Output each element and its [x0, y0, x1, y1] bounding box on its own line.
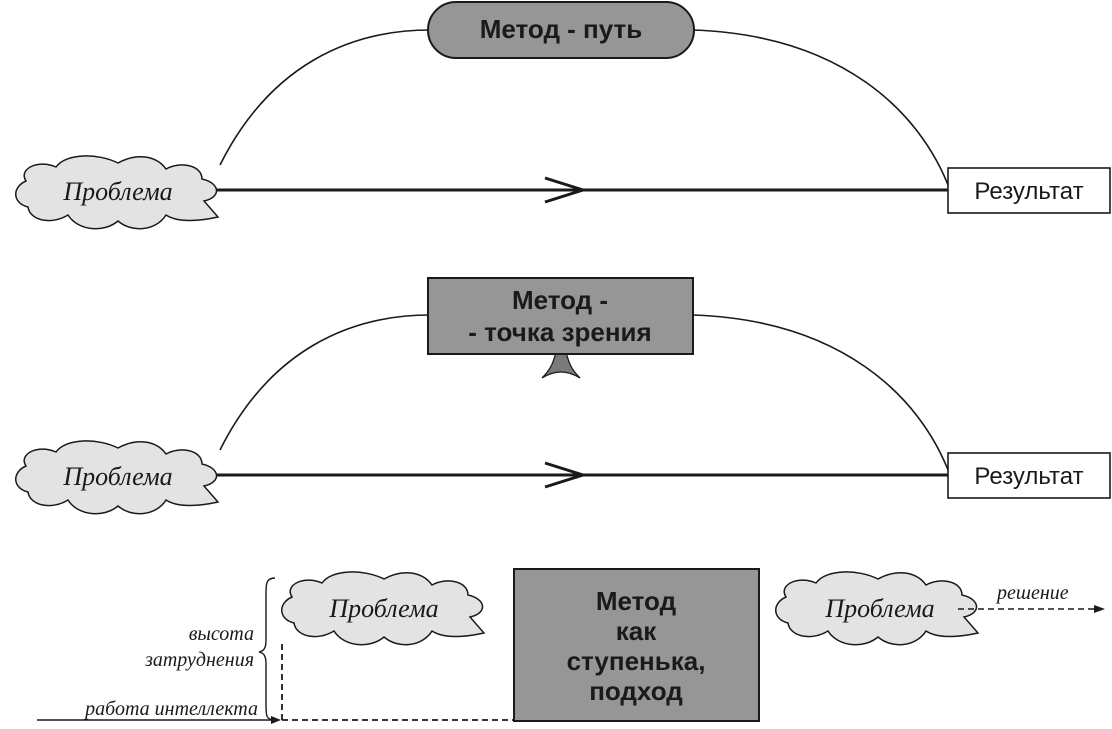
arrowhead-icon — [544, 461, 588, 489]
diagram-method-step: работа интеллекта высота затруднения Про… — [37, 568, 1105, 724]
problem-label: Проблема — [62, 177, 172, 206]
height-brace — [258, 577, 276, 721]
method-step-line3: ступенька, — [567, 646, 706, 676]
solution-label: решение — [995, 582, 1069, 604]
method-viewpoint-label-line2: - точка зрения — [468, 317, 651, 347]
method-path-pill — [427, 1, 695, 59]
method-viewpoint-label-line1: Метод - — [512, 285, 608, 315]
method-step-line1: Метод — [596, 586, 677, 616]
arrowhead-icon — [544, 176, 588, 204]
height-label-line2: затруднения — [144, 649, 254, 671]
problem-left-label: Проблема — [328, 594, 438, 623]
method-viewpoint-box — [427, 277, 694, 355]
work-label: работа интеллекта — [83, 698, 258, 720]
diagram-method-path: Проблема Метод - путь Результат — [14, 1, 1111, 230]
arrowhead-icon — [271, 716, 281, 724]
viewpoint-eye-icon — [541, 351, 581, 379]
height-label-line1: высота — [189, 623, 254, 645]
result-box — [947, 452, 1111, 499]
method-step-line4: подход — [589, 676, 683, 706]
problem-label: Проблема — [62, 462, 172, 491]
result-label: Результат — [974, 463, 1083, 490]
method-step-line2: как — [616, 616, 657, 646]
problem-right-label: Проблема — [824, 594, 934, 623]
method-step-box — [513, 568, 760, 722]
method-path-label: Метод - путь — [480, 14, 643, 44]
result-label: Результат — [974, 178, 1083, 205]
result-box — [947, 167, 1111, 214]
diagram-method-viewpoint: Проблема Метод - - точка зрения Результа… — [14, 277, 1111, 515]
arrowhead-icon — [1094, 605, 1105, 613]
